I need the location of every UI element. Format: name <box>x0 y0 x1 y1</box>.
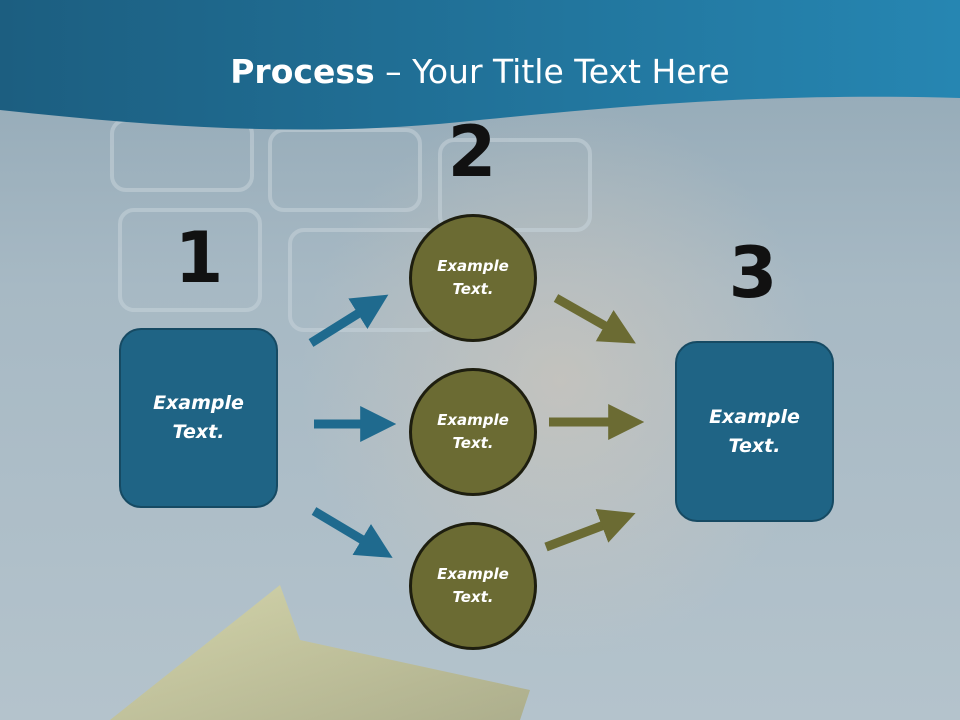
step-number-1: 1 <box>174 217 224 299</box>
step-number-3: 3 <box>728 232 778 314</box>
arrow-down-right-blue <box>311 507 393 558</box>
arrow-down-right-olive <box>553 294 636 344</box>
step-3-box: Example Text. <box>675 341 834 522</box>
title-bold: Process <box>230 52 375 91</box>
title-rest: – Your Title Text Here <box>374 52 730 91</box>
step-2-circle-top: Example Text. <box>409 214 537 342</box>
step-2-circle-bottom: Example Text. <box>409 522 537 650</box>
arrow-up-right-olive <box>544 508 636 552</box>
slide-title: Process – Your Title Text Here <box>0 52 960 91</box>
step-2-circle-middle: Example Text. <box>409 368 537 496</box>
arrow-up-right-blue <box>308 294 389 347</box>
step-1-box: Example Text. <box>119 328 278 508</box>
header-band <box>0 0 960 130</box>
step-number-2: 2 <box>447 111 497 193</box>
